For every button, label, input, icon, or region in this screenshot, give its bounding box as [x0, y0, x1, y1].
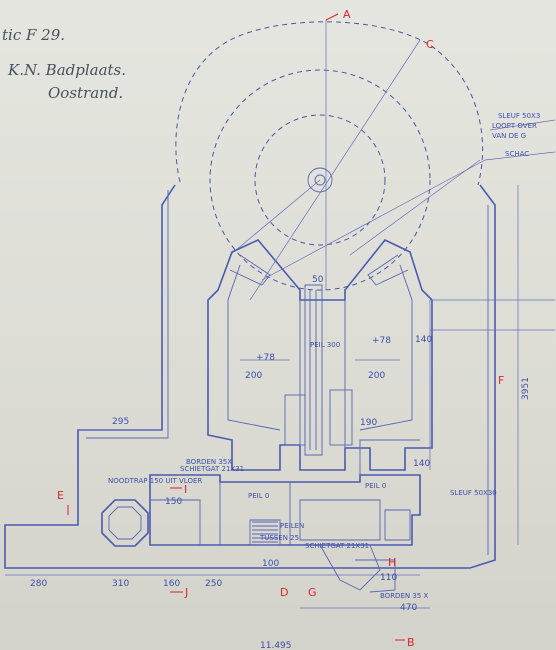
section-marker-i: I — [184, 483, 187, 496]
dim-470: 470 — [400, 603, 417, 613]
note-sleuf-top-1: SLEUF 50X3 — [498, 112, 540, 120]
middle-dashed-circle — [209, 69, 431, 291]
section-marker-a: A — [343, 8, 351, 21]
section-marker-f: F — [498, 374, 504, 387]
section-marker-b: B — [407, 636, 415, 649]
header-line-2: K.N. Badplaats. — [7, 61, 126, 79]
casemate-walls — [207, 239, 433, 471]
header-line-3: Oostrand. — [48, 84, 123, 102]
note-tussen: TUSSEN 25 — [259, 534, 299, 542]
section-marker-j: J — [184, 586, 188, 599]
dim-280: 280 — [30, 579, 47, 589]
pivot-centre — [314, 174, 326, 186]
pivot-circle — [307, 167, 333, 193]
header-line-1: tic F 29. — [2, 26, 65, 44]
stair-turret — [101, 499, 149, 547]
note-peil-upper: PEIL 300 — [310, 341, 340, 349]
section-arrows — [67, 13, 405, 641]
note-schietgat: SCHIETGAT 21X31 — [305, 542, 369, 550]
dim-140: 140 — [415, 335, 432, 345]
dim-200-right: 200 — [368, 371, 385, 381]
dim-50: 50 — [312, 275, 324, 285]
dim-295: 295 — [112, 417, 129, 427]
note-peil-centre: PEIL 0 — [248, 492, 269, 500]
section-marker-d: D — [280, 586, 288, 599]
dim-11495: 11.495 — [260, 641, 292, 650]
leader-lines — [261, 119, 556, 331]
dim-190: 190 — [360, 418, 377, 428]
note-borden-1: BORDEN 35X — [186, 458, 232, 466]
dim-140-b: 140 — [413, 459, 430, 469]
dim-100: 100 — [262, 559, 279, 569]
outer-dashed-arc — [175, 21, 484, 186]
note-sleuf-top-3: VAN DE G — [492, 132, 526, 140]
axis-c-line — [249, 39, 421, 301]
note-sleuf-right: SLEUF 50X30 — [450, 489, 497, 497]
section-marker-e: E — [57, 489, 64, 502]
note-peilen: PEILEN — [280, 522, 304, 530]
inner-dashed-circle — [254, 114, 386, 246]
radius-line — [229, 179, 321, 256]
dim-110: 110 — [380, 573, 397, 583]
dim-150: 150 — [165, 497, 182, 507]
dim-78-left: +78 — [256, 353, 275, 363]
note-borden-2: SCHIETGAT 21X31 — [180, 465, 244, 473]
dim-250: 250 — [205, 579, 222, 589]
note-noodtrap: NOODTRAP 150 UIT VLOER — [108, 477, 202, 485]
note-schacht: SCHAC — [505, 150, 529, 158]
note-peil-right: PEIL 0 — [365, 482, 386, 490]
section-marker-h: H — [388, 556, 396, 569]
dim-200-left: 200 — [245, 371, 262, 381]
note-sleuf-top-2: LOOPT OVER — [492, 122, 537, 130]
dim-310: 310 — [112, 579, 129, 589]
section-marker-g: G — [308, 586, 317, 599]
dim-78-right: +78 — [372, 336, 391, 346]
section-marker-c: C — [426, 38, 434, 51]
dim-3951: 3951 — [521, 377, 531, 400]
lower-section-walls — [149, 439, 421, 593]
outer-enclosure — [4, 184, 496, 569]
dim-160: 160 — [163, 579, 180, 589]
field-of-fire-circles — [175, 20, 484, 301]
note-borden-bottom: BORDEN 35 X — [380, 592, 428, 600]
dimension-lines — [5, 185, 519, 609]
